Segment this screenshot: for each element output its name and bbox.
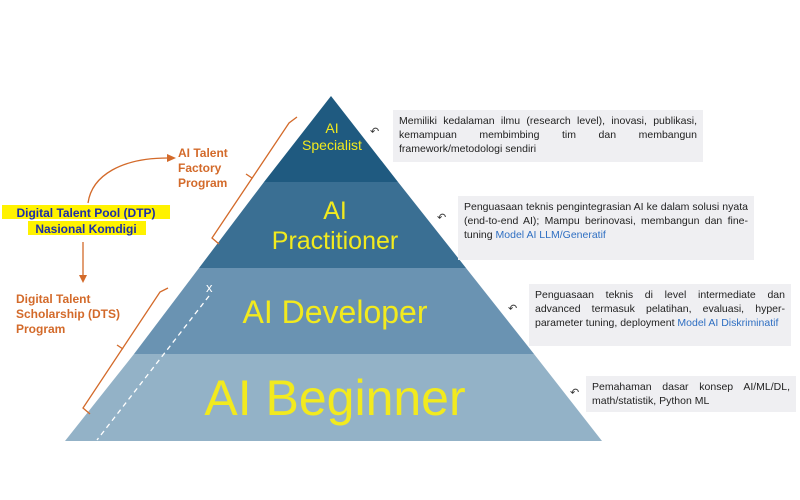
specialist-description-text: Memiliki kedalaman ilmu (research level)… <box>399 115 697 155</box>
arrow-to-factory-head <box>167 154 176 162</box>
pool-highlight-2 <box>28 221 146 235</box>
tier-practitioner <box>199 182 466 268</box>
practitioner-label-line2: Practitioner <box>271 227 399 255</box>
tier-specialist <box>264 96 398 182</box>
beginner-description-text: Pemahaman dasar konsep AI/ML/DL, math/st… <box>592 381 790 407</box>
specialist-description: Memiliki kedalaman ilmu (research level)… <box>393 110 703 162</box>
pool-highlight-1 <box>2 205 170 219</box>
arrow-to-factory <box>87 157 169 204</box>
factory-bracket-tick <box>245 173 253 179</box>
developer-description: Penguasaan teknis di level intermediate … <box>529 284 791 346</box>
developer-label: AI Developer <box>242 294 428 330</box>
beginner-description: Pemahaman dasar konsep AI/ML/DL, math/st… <box>586 376 796 412</box>
specialist-label: AI Specialist <box>290 120 374 154</box>
undo-icon: ↶ <box>370 126 380 138</box>
tier-developer <box>134 268 534 354</box>
talent-pool-line2: Nasional Komdigi <box>35 222 137 236</box>
developer-description-text: Penguasaan teknis di level intermediate … <box>535 289 785 329</box>
specialist-label-line2: Specialist <box>302 137 362 153</box>
factory-program-line3: Program <box>178 176 228 190</box>
dts-program-line3: Program <box>16 322 66 336</box>
factory-program-line1: AI Talent <box>178 146 228 160</box>
practitioner-description-text: Penguasaan teknis pengintegrasian AI ke … <box>464 201 748 241</box>
dts-program-line2: Scholarship (DTS) <box>16 307 121 321</box>
tier-beginner <box>65 354 602 441</box>
specialist-label-line1: AI <box>325 120 339 136</box>
practitioner-description: Penguasaan teknis pengintegrasian AI ke … <box>458 196 754 260</box>
factory-program-label: AI Talent Factory Program <box>178 146 228 191</box>
developer-description-highlight: Model AI Diskriminatif <box>677 317 779 329</box>
factory-program-line2: Factory <box>178 161 222 175</box>
dts-program-line1: Digital Talent <box>16 292 91 306</box>
undo-icon: ↶ <box>570 387 580 399</box>
arrow-to-dts-head <box>79 275 87 283</box>
talent-pool-label: Digital Talent Pool (DTP) Nasional Komdi… <box>2 205 170 237</box>
dashed-path-line <box>96 295 210 441</box>
dts-bracket-tick <box>116 344 124 350</box>
practitioner-description-highlight: Model AI LLM/Generatif <box>495 229 606 241</box>
talent-pool-line1: Digital Talent Pool (DTP) <box>16 206 156 220</box>
practitioner-label-line1: AI <box>323 197 347 225</box>
practitioner-label: AI Practitioner <box>250 196 420 256</box>
factory-bracket <box>211 116 298 245</box>
beginner-label: AI Beginner <box>204 370 466 426</box>
dts-bracket <box>82 287 169 415</box>
undo-icon: ↶ <box>437 212 447 224</box>
undo-icon: ↶ <box>508 303 518 315</box>
dts-program-label: Digital Talent Scholarship (DTS) Program <box>16 292 120 337</box>
path-marker: x <box>206 280 213 295</box>
